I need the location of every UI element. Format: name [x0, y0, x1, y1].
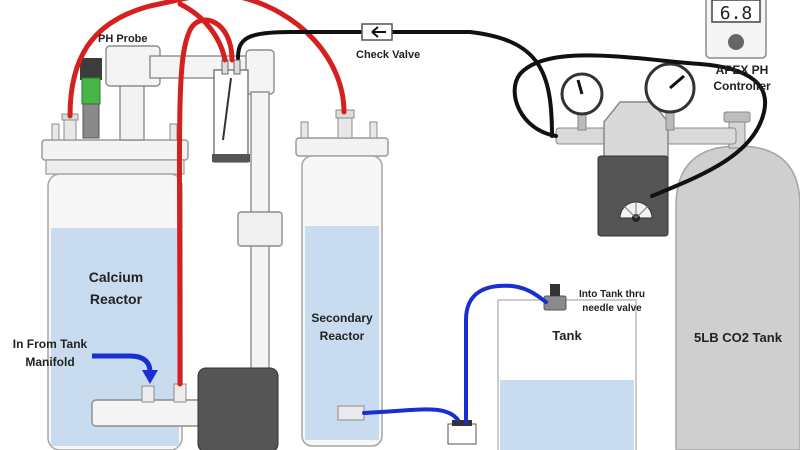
secondary-reactor-label-line1: Secondary	[311, 311, 373, 325]
inlet-arrow	[92, 353, 158, 384]
controller-display-value: 6.8	[720, 3, 753, 24]
red-tubing	[67, 0, 347, 387]
ph-probe	[80, 58, 102, 139]
solenoid-valve	[597, 155, 669, 237]
tank-label: Tank	[552, 328, 582, 343]
reactor-riser-pipe	[105, 45, 283, 450]
calcium-reactor-label-line1: Calcium	[89, 269, 143, 285]
display-tank	[447, 299, 637, 450]
co2-tank-label: 5LB CO2 Tank	[694, 330, 783, 345]
check-valve-label: Check Valve	[356, 49, 420, 61]
bubble-counter	[212, 59, 250, 163]
co2-cylinder	[675, 111, 800, 450]
inlet-label-line2: Manifold	[25, 355, 74, 369]
secondary-reactor	[295, 109, 389, 447]
pressure-gauge-right	[644, 62, 696, 131]
ph-probe-label: PH Probe	[98, 33, 148, 45]
secondary-reactor-water	[305, 226, 379, 440]
recirculation-pump	[197, 367, 279, 450]
needle-valve-label-line2: needle valve	[582, 303, 642, 314]
black-tubing	[236, 30, 768, 198]
needle-valve-label-line1: Into Tank thru	[579, 289, 645, 300]
pressure-gauge-left	[560, 72, 604, 131]
tank-water	[500, 380, 634, 450]
controller-label-line1: APEX PH	[716, 63, 769, 77]
controller-knob	[728, 34, 744, 50]
inlet-label-line1: In From Tank	[13, 337, 88, 351]
red-tube-to-secondary	[241, 0, 347, 115]
secondary-reactor-label-line2: Reactor	[320, 329, 365, 343]
controller-lcd	[711, 0, 761, 23]
calcium-reactor-label-line2: Reactor	[90, 291, 143, 307]
needle-valve	[543, 284, 567, 311]
apex-ph-controller	[705, 0, 767, 59]
reactor-inlet-fitting	[91, 383, 209, 427]
controller-label-line2: Controller	[713, 79, 771, 93]
red-tube-to-inlet	[176, 17, 235, 387]
blue-tubing	[362, 283, 548, 424]
co2-regulator	[555, 101, 737, 237]
pipe-union	[237, 211, 283, 247]
check-valve	[361, 23, 393, 41]
